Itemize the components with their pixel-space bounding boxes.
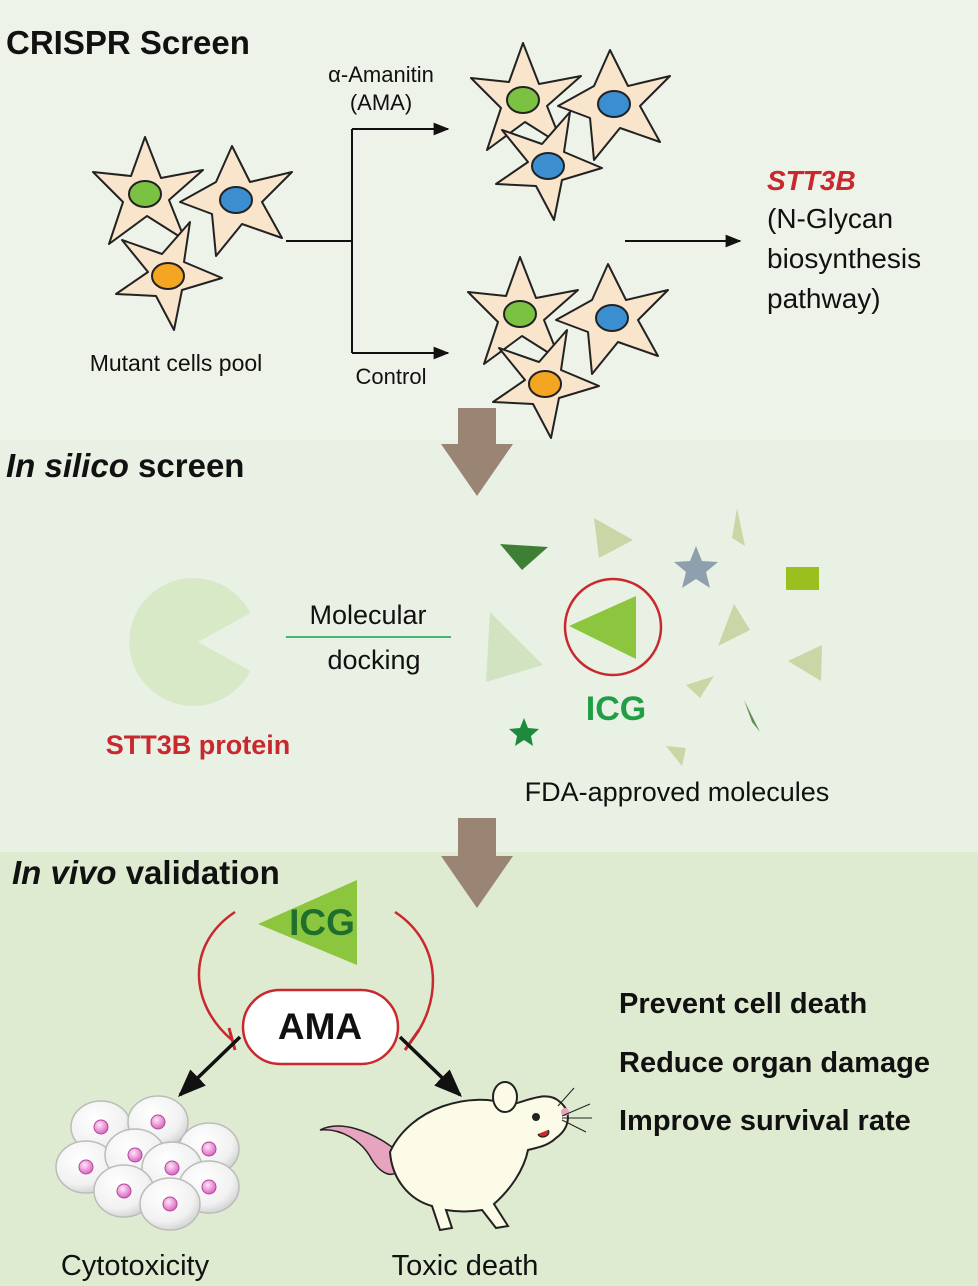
molecule-star-icon <box>674 546 718 588</box>
mouse-mouth <box>537 1129 550 1138</box>
cell-icon <box>115 221 223 331</box>
molecule-shape <box>594 518 633 558</box>
flow-arrow-2 <box>441 818 513 908</box>
cytotoxicity-arrow <box>177 1035 242 1097</box>
result-pathway-line3: pathway) <box>767 283 881 314</box>
molecule-shape <box>786 567 819 590</box>
icg-hit-label: ICG <box>586 690 646 728</box>
panel-invivo-title: In vivo validation <box>12 854 280 891</box>
molecule-star-icon <box>509 718 539 746</box>
panel-insilico-title: In silico screen <box>6 447 244 484</box>
panel-insilico-title-italic: In silico <box>6 447 129 484</box>
result-pathway-line1: (N-Glycan <box>767 203 893 234</box>
mutant-cell-pool-group <box>92 136 293 331</box>
icg-molecule-shape <box>569 596 636 659</box>
panel-insilico-title-rest: screen <box>129 447 245 484</box>
panel-invivo-title-rest: validation <box>117 854 280 891</box>
cytotoxicity-label: Cytotoxicity <box>61 1250 210 1282</box>
molecule-shape <box>744 700 760 732</box>
molecule-shape <box>686 676 714 698</box>
control-cells-group <box>467 256 669 439</box>
ama-toxin-label: AMA <box>278 1006 362 1047</box>
cell-icon <box>492 329 600 439</box>
effect-item: Improve survival rate <box>619 1105 911 1137</box>
molecule-library-group <box>486 508 822 766</box>
effect-item: Reduce organ damage <box>619 1047 930 1079</box>
result-gene-label: STT3B <box>767 165 856 196</box>
molecule-shape <box>486 612 543 682</box>
inhibition-arc-left <box>197 910 236 1041</box>
fda-molecules-label: FDA-approved molecules <box>525 777 830 807</box>
panel-invivo-title-italic: In vivo <box>12 854 117 891</box>
control-label: Control <box>356 364 427 389</box>
molecule-shape <box>666 746 686 766</box>
stt3b-protein-label: STT3B protein <box>106 730 291 760</box>
toxic-death-arrow <box>398 1035 463 1097</box>
inhibition-bar-right <box>403 1029 421 1051</box>
result-pathway-line2: biosynthesis <box>767 243 921 274</box>
flow-arrow-1 <box>441 408 513 496</box>
stt3b-protein-shape <box>129 578 251 706</box>
panel-crispr-title: CRISPR Screen <box>6 24 250 61</box>
treatment-label-line2: (AMA) <box>350 90 412 115</box>
icg-drug-shape <box>258 880 357 965</box>
branch-arrows <box>286 122 450 360</box>
docking-label-line1: Molecular <box>309 600 426 630</box>
cytotoxicity-cells-icon <box>55 1095 240 1231</box>
mouse-icon <box>319 1081 592 1232</box>
effect-item: Prevent cell death <box>619 988 867 1020</box>
mutant-cells-pool-label: Mutant cells pool <box>90 350 263 376</box>
molecule-shape <box>732 508 745 546</box>
icg-drug-label: ICG <box>289 902 355 943</box>
inhibition-arc-right <box>394 910 435 1041</box>
cell-icon <box>557 49 671 161</box>
cell-icon <box>179 145 293 257</box>
cell-icon <box>470 42 582 151</box>
treated-cells-group <box>470 42 671 221</box>
mouse-whiskers <box>557 1087 592 1133</box>
cell-icon <box>495 111 603 221</box>
molecule-shape <box>500 544 548 570</box>
treatment-label-line1: α-Amanitin <box>328 62 434 87</box>
toxic-death-label: Toxic death <box>392 1250 539 1282</box>
dying-cell-icon <box>139 1177 201 1231</box>
mouse-ear <box>492 1081 518 1113</box>
molecule-shape <box>718 604 750 646</box>
docking-label-line2: docking <box>327 645 420 675</box>
ama-toxin-box <box>241 988 400 1066</box>
cell-icon <box>92 136 204 245</box>
molecule-shape <box>788 645 822 681</box>
mouse-eye <box>532 1113 540 1121</box>
mouse-tail <box>319 1125 401 1176</box>
inhibition-bar-left <box>227 1027 237 1051</box>
cell-icon <box>467 256 579 365</box>
icg-hit-circle <box>563 577 663 677</box>
cell-icon <box>555 263 669 375</box>
